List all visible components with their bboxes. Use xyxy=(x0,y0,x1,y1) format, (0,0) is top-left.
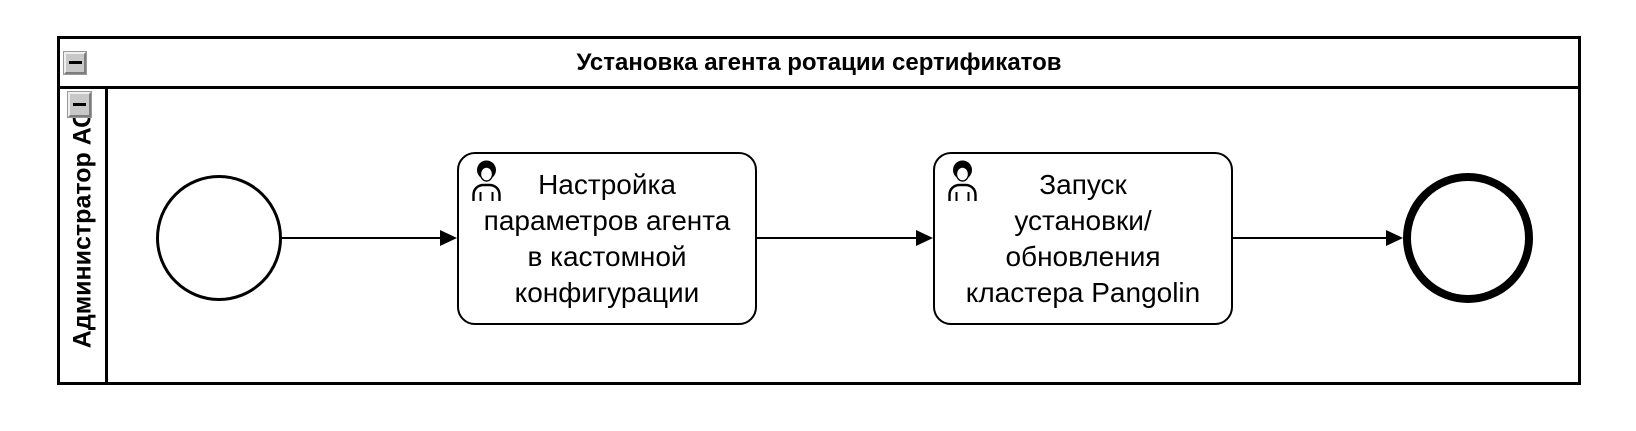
arrowhead-icon xyxy=(440,229,457,246)
task-label-line: обновления xyxy=(1005,240,1161,272)
task-label-line: Настройка xyxy=(538,168,676,200)
pool-collapse-button[interactable] xyxy=(63,50,87,75)
task-label-line: конфигурации xyxy=(514,276,700,308)
user-icon xyxy=(472,160,501,201)
task-label-line: Запуск xyxy=(1039,168,1127,200)
minus-icon xyxy=(73,103,86,106)
sequence-flow-task2-to-end[interactable] xyxy=(1233,236,1388,239)
pool-body: Администратор АС xyxy=(60,89,1578,382)
start-event[interactable] xyxy=(156,175,282,301)
user-icon xyxy=(948,160,977,201)
user-task-2[interactable]: Запуск установки/ обновления кластера Pa… xyxy=(933,152,1233,325)
lane-header[interactable]: Администратор АС xyxy=(60,89,108,382)
lane-name: Администратор АС xyxy=(68,109,96,348)
lane-collapse-button[interactable] xyxy=(67,91,92,118)
minus-icon xyxy=(68,61,82,64)
bpmn-pool[interactable]: Установка агента ротации сертификатов Ад… xyxy=(57,36,1581,385)
arrowhead-icon xyxy=(916,229,933,246)
task-label-line: параметров агента xyxy=(483,204,731,236)
task-label-line: кластера Pangolin xyxy=(965,276,1201,308)
task-label-line: в кастомной xyxy=(527,240,687,272)
lane-canvas: Настройка параметров агента в кастомной … xyxy=(108,89,1578,382)
end-event[interactable] xyxy=(1403,173,1533,303)
pool-header[interactable]: Установка агента ротации сертификатов xyxy=(60,39,1578,89)
user-task-1[interactable]: Настройка параметров агента в кастомной … xyxy=(457,152,757,325)
pool-title: Установка агента ротации сертификатов xyxy=(576,48,1062,76)
sequence-flow-task1-to-task2[interactable] xyxy=(757,236,919,239)
sequence-flow-start-to-task1[interactable] xyxy=(282,236,444,239)
task-label-line: установки/ xyxy=(1014,204,1152,236)
arrowhead-icon xyxy=(1386,229,1403,246)
